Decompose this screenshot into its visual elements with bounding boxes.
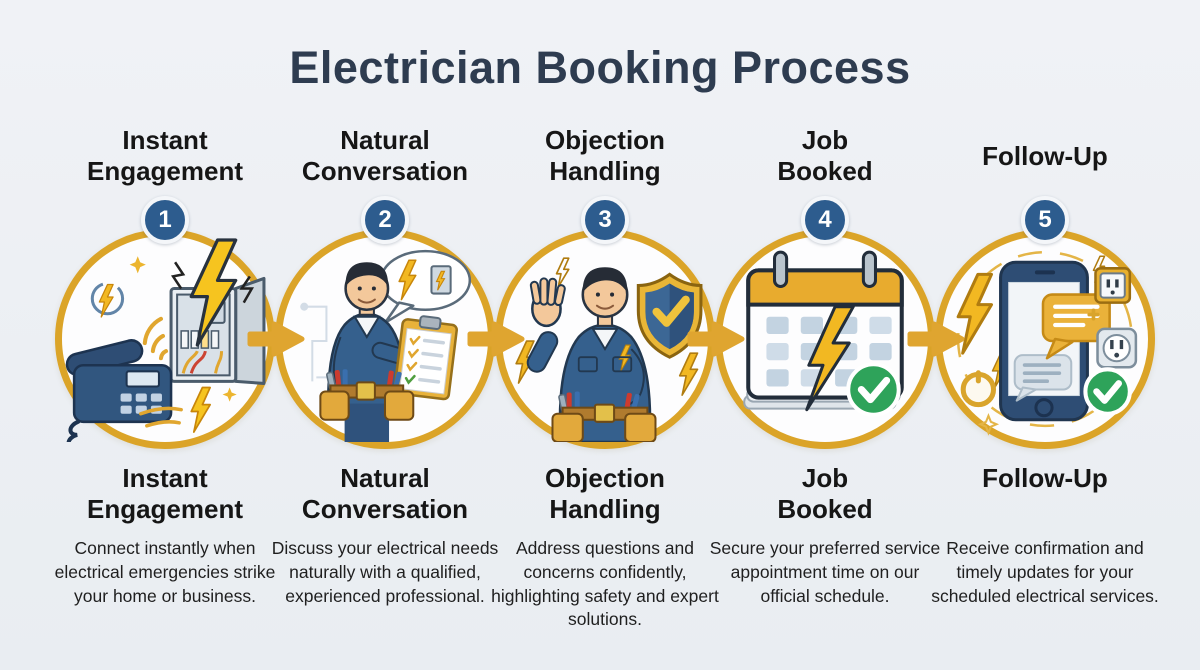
power-outlet-icon bbox=[1094, 267, 1132, 304]
bolt-circle-icon bbox=[90, 281, 125, 318]
step-3-circle bbox=[495, 229, 715, 449]
objection-handling-illustration bbox=[515, 257, 703, 442]
step-2-top-title: Natural Conversation bbox=[301, 125, 469, 186]
small-bolt-icon bbox=[190, 386, 211, 433]
step-4-description: Secure your preferred service appointmen… bbox=[709, 538, 941, 606]
sparkle-icon bbox=[977, 413, 1000, 436]
flow-arrow-icon bbox=[247, 321, 305, 357]
flow-arrow-icon bbox=[467, 321, 525, 357]
green-checkmark-icon bbox=[846, 362, 901, 417]
lightning-bolt-icon bbox=[189, 238, 238, 347]
page-title: Electrician Booking Process bbox=[289, 42, 911, 93]
step-1-column: Instant Engagement 1 bbox=[55, 0, 276, 670]
step-5-column: Follow-Up 5 bbox=[931, 0, 1159, 670]
step-4-top-title: Job Booked bbox=[777, 125, 873, 186]
shield-checkmark-icon bbox=[636, 272, 703, 359]
tool-belt-icon bbox=[551, 391, 657, 442]
natural-conversation-illustration bbox=[300, 249, 472, 442]
follow-up-illustration bbox=[956, 250, 1138, 436]
power-outlet-icon bbox=[1096, 327, 1138, 369]
power-button-icon bbox=[960, 370, 997, 408]
step-1-circle bbox=[55, 229, 275, 449]
step-2-circle bbox=[275, 229, 495, 449]
flow-arrow-icon bbox=[907, 321, 965, 357]
spark-lines-icon bbox=[170, 261, 255, 304]
signal-waves-icon bbox=[142, 316, 169, 361]
plus-icon bbox=[1087, 308, 1100, 321]
step-5-circle bbox=[935, 229, 1155, 449]
step-4-bottom-title: Job Booked bbox=[777, 463, 873, 524]
step-4-column: Job Booked 4 bbox=[710, 0, 941, 670]
step-1-bottom-title: Instant Engagement bbox=[86, 463, 244, 524]
instant-engagement-illustration bbox=[65, 238, 266, 442]
step-3-number-badge: 3 bbox=[581, 196, 629, 244]
step-3-top-title: Objection Handling bbox=[545, 125, 665, 186]
speech-bubble-icon bbox=[379, 249, 472, 325]
small-bolt-icon bbox=[515, 257, 699, 396]
step-3-description: Address questions and concerns confident… bbox=[491, 538, 719, 630]
sparkle-icon bbox=[129, 256, 237, 402]
step-3-bottom-title: Objection Handling bbox=[545, 463, 665, 524]
step-5-top-title: Follow-Up bbox=[982, 140, 1108, 171]
step-4-number-badge: 4 bbox=[801, 196, 849, 244]
step-5-description: Receive confirmation and timely updates … bbox=[931, 538, 1159, 606]
step-1-description: Connect instantly when electrical emerge… bbox=[54, 538, 276, 606]
step-2-column: Natural Conversation 2 bbox=[272, 0, 499, 670]
job-booked-illustration bbox=[743, 250, 904, 417]
step-5-number-badge: 5 bbox=[1021, 196, 1069, 244]
clipboard-checklist-icon bbox=[393, 315, 458, 401]
step-2-description: Discuss your electrical needs naturally … bbox=[271, 538, 499, 606]
green-checkmark-icon bbox=[1083, 367, 1132, 416]
step-1-top-title: Instant Engagement bbox=[86, 125, 244, 186]
step-4-circle bbox=[715, 229, 935, 449]
step-5-bottom-title: Follow-Up bbox=[982, 463, 1108, 493]
gray-chat-bubble-icon bbox=[1013, 354, 1073, 402]
lightning-bolt-icon bbox=[805, 305, 855, 412]
step-2-number-badge: 2 bbox=[361, 196, 409, 244]
step-2-bottom-title: Natural Conversation bbox=[301, 463, 469, 524]
telephone-icon bbox=[65, 339, 173, 442]
flow-arrow-icon bbox=[687, 321, 745, 357]
step-1-number-badge: 1 bbox=[141, 196, 189, 244]
swoosh-lines-icon bbox=[138, 406, 183, 428]
tool-belt-icon bbox=[319, 369, 415, 421]
gold-chat-bubble-icon bbox=[1041, 293, 1111, 360]
step-3-column: Objection Handling 3 bbox=[491, 0, 719, 670]
